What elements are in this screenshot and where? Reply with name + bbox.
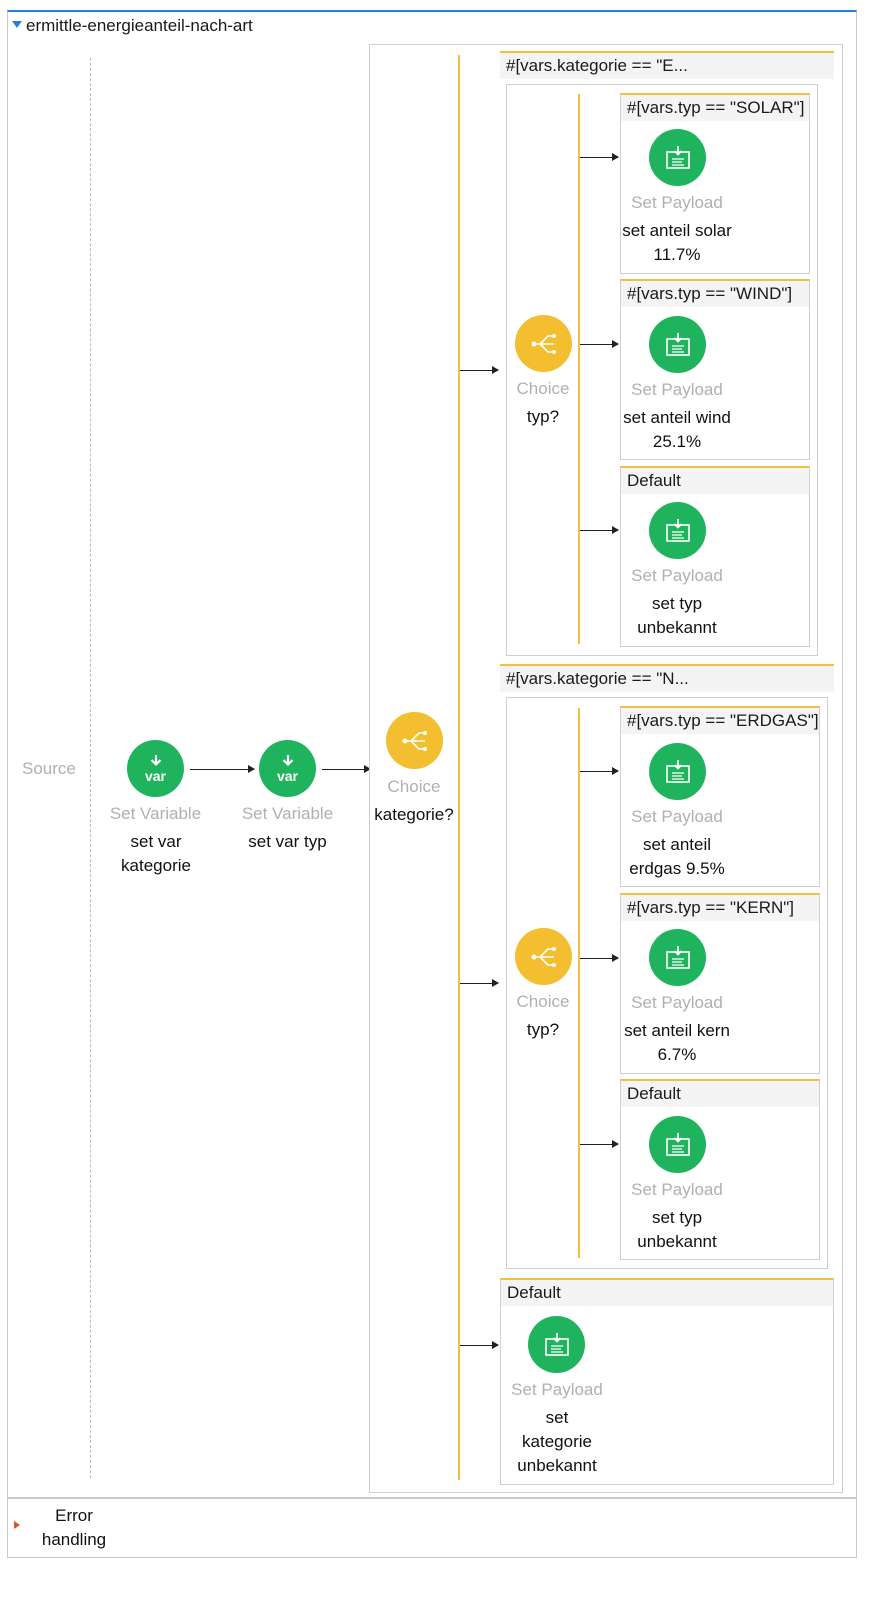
component-type-label: Set Payload <box>511 1380 603 1399</box>
component-type-label: Set Payload <box>631 807 723 826</box>
route-condition[interactable]: #[vars.typ == "SOLAR"] <box>621 95 809 121</box>
error-handling-label[interactable]: Error handling <box>41 1506 107 1549</box>
component-type-label: Set Payload <box>631 193 723 212</box>
source-label: Source <box>22 759 76 778</box>
route-kategorie-n: #[vars.kategorie == "N... <box>500 664 834 1274</box>
component-name[interactable]: set var typ <box>248 832 327 851</box>
route-arrow <box>460 1341 499 1349</box>
component-name[interactable]: typ? <box>526 1020 560 1039</box>
route-condition[interactable]: #[vars.typ == "WIND"] <box>621 281 809 307</box>
choice-route-line <box>578 708 580 1258</box>
component-type-label: Set Variable <box>109 804 202 823</box>
route-condition[interactable]: #[vars.kategorie == "E... <box>500 53 834 79</box>
component-type-label: Set Payload <box>631 993 723 1012</box>
choice-icon[interactable] <box>515 315 572 372</box>
choice-icon[interactable] <box>386 712 443 769</box>
set-variable-icon[interactable]: var <box>127 740 184 797</box>
component-type-label: Choice <box>516 379 570 398</box>
route-arrow <box>580 526 619 534</box>
component-name[interactable]: kategorie? <box>374 805 454 824</box>
component-name[interactable]: set kategorie unbekannt <box>517 1408 597 1475</box>
expand-toggle-icon[interactable] <box>14 1521 20 1529</box>
component-type-label: Choice <box>387 777 441 796</box>
set-payload-icon[interactable] <box>649 316 706 373</box>
flow-arrow <box>322 765 371 773</box>
component-type-label: Set Payload <box>631 1180 723 1199</box>
component-type-label: Set Payload <box>631 380 723 399</box>
component-name[interactable]: set anteil wind 25.1% <box>623 408 731 451</box>
component-name[interactable]: set anteil kern 6.7% <box>624 1021 730 1064</box>
choice-route-line <box>458 55 460 1480</box>
route-arrow <box>580 153 619 161</box>
route-arrow <box>580 340 619 348</box>
route-typ-wind: #[vars.typ == "WIND"] <box>620 279 810 460</box>
route-typ-solar: #[vars.typ == "SOLAR"] <box>620 93 810 274</box>
flow-container <box>7 10 857 1498</box>
component-name[interactable]: typ? <box>526 407 560 426</box>
set-payload-icon[interactable] <box>649 129 706 186</box>
component-type-label: Set Payload <box>631 566 723 585</box>
route-kategorie-default: Default <box>500 1278 834 1485</box>
route-condition[interactable]: Default <box>621 468 809 494</box>
route-arrow <box>460 366 499 374</box>
collapse-toggle-icon[interactable] <box>12 21 22 28</box>
source-divider <box>90 58 91 1478</box>
component-name[interactable]: set typ unbekannt <box>637 1208 717 1251</box>
choice-icon[interactable] <box>515 928 572 985</box>
route-arrow <box>580 767 619 775</box>
route-typ-erdgas: #[vars.typ == "ERDGAS"] <box>620 706 820 887</box>
error-handling-section <box>7 1498 857 1558</box>
route-kategorie-e: #[vars.kategorie == "E... <box>500 51 834 661</box>
set-payload-icon[interactable] <box>649 502 706 559</box>
set-payload-icon[interactable] <box>649 743 706 800</box>
route-typ-kern: #[vars.typ == "KERN"] <box>620 893 820 1074</box>
set-payload-icon[interactable] <box>528 1316 585 1373</box>
route-typ-default: Default <box>620 466 810 647</box>
component-name[interactable]: set anteil erdgas 9.5% <box>629 835 725 878</box>
route-condition[interactable]: #[vars.kategorie == "N... <box>500 666 834 692</box>
route-condition[interactable]: Default <box>621 1081 819 1107</box>
component-name[interactable]: set var kategorie <box>121 832 191 875</box>
set-payload-icon[interactable] <box>649 929 706 986</box>
set-payload-icon[interactable] <box>649 1116 706 1173</box>
choice-route-line <box>578 94 580 644</box>
flow-title[interactable]: ermittle-energieanteil-nach-art <box>26 16 253 35</box>
component-name[interactable]: set anteil solar 11.7% <box>622 221 732 264</box>
route-condition[interactable]: Default <box>501 1280 833 1306</box>
route-condition[interactable]: #[vars.typ == "KERN"] <box>621 895 819 921</box>
route-typ-default: Default <box>620 1079 820 1260</box>
flow-arrow <box>190 765 255 773</box>
set-variable-icon[interactable]: var <box>259 740 316 797</box>
component-type-label: Set Variable <box>241 804 334 823</box>
route-arrow <box>580 1140 619 1148</box>
route-arrow <box>460 979 499 987</box>
component-name[interactable]: set typ unbekannt <box>637 594 717 637</box>
route-condition[interactable]: #[vars.typ == "ERDGAS"] <box>621 708 819 734</box>
route-arrow <box>580 954 619 962</box>
component-type-label: Choice <box>516 992 570 1011</box>
